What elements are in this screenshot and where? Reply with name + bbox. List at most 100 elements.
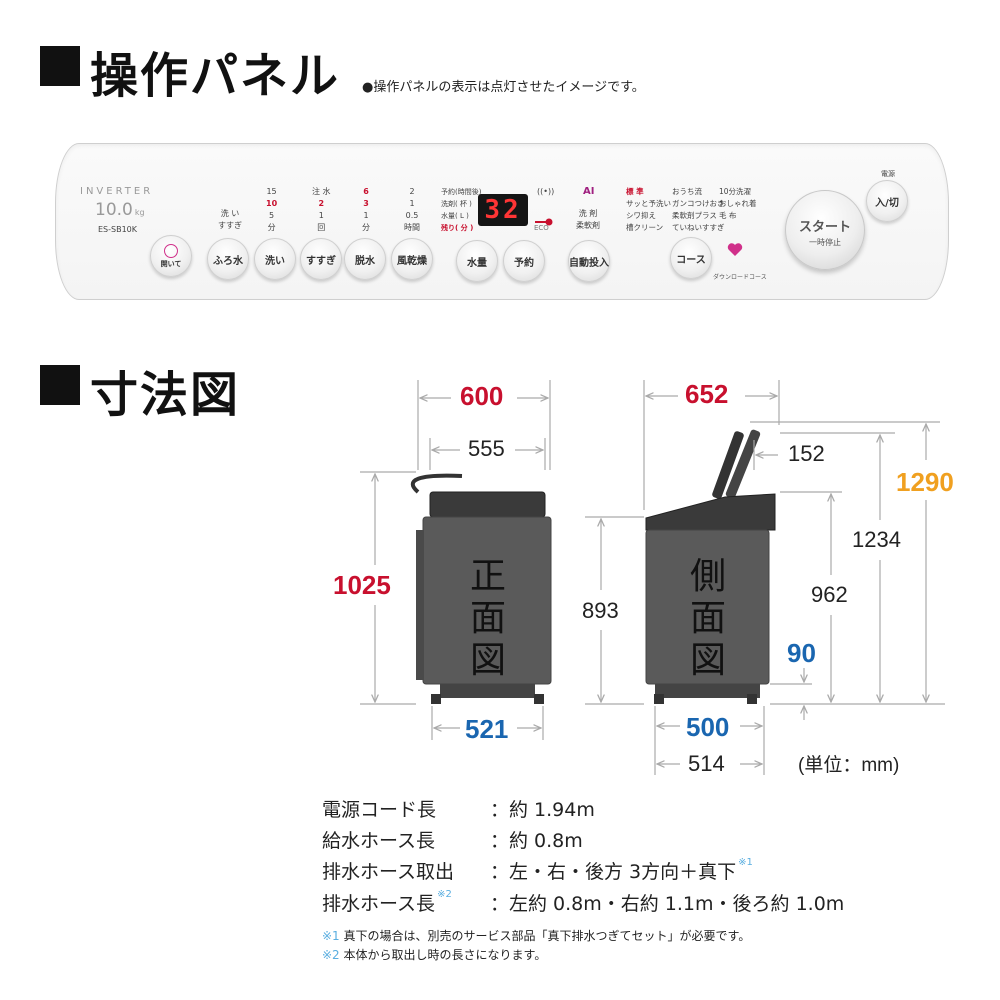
spec-value: ：左約 0.8m・右約 1.1m・後ろ約 1.0m	[490, 889, 844, 916]
spec-value: ：約 1.94m	[490, 795, 595, 822]
course-wrinkle: シワ抑え	[626, 211, 656, 220]
course-prewash: サッと予洗い	[626, 199, 671, 208]
label-wash: 洗 い	[220, 209, 240, 218]
info-labels: 予約(時間後) 洗剤( 杯 ) 水量( L ) 残り( 分 )	[441, 186, 481, 234]
ai-detergent: 洗 剤	[578, 209, 598, 218]
panel-heading: 操作パネル	[90, 48, 341, 104]
course-soak: ガンコつけおき	[672, 199, 725, 208]
panel-heading-square	[40, 46, 80, 86]
front-view-label: 正 面 図	[468, 556, 508, 682]
heart-icon	[727, 242, 743, 261]
wifi-icon: ((•))	[537, 187, 555, 196]
spin-1: 1	[363, 211, 369, 220]
footnote-2: ※2 本体から取出し時の長さになります。	[322, 946, 546, 963]
spec-label: 排水ホース長	[322, 893, 436, 915]
info-water: 水量( L )	[441, 212, 469, 220]
eco-label: ECO	[534, 224, 549, 232]
footnote-mark: ※1	[738, 857, 753, 868]
auto-dose-button[interactable]: 自動投入	[568, 240, 610, 282]
dim-base-500: 500	[686, 712, 730, 742]
spec-row: 排水ホース取出	[322, 857, 454, 884]
reserve-button[interactable]: 予約	[503, 240, 545, 282]
ai-softener: 柔軟剤	[576, 221, 600, 230]
dim-height-90: 90	[787, 638, 816, 668]
info-detergent: 洗剤( 杯 )	[441, 200, 472, 208]
dry-05: 0.5	[405, 211, 419, 220]
front-view-text: 正 面 図	[469, 556, 506, 681]
footnote-text: 本体から取出し時の長さになります。	[339, 948, 547, 962]
open-label: 開いて	[160, 259, 182, 268]
dimension-heading: 寸法図	[90, 367, 241, 423]
dimension-heading-square	[40, 365, 80, 405]
dimension-drawing	[360, 380, 945, 775]
min-5: 5	[269, 211, 275, 220]
start-label: スタート	[798, 220, 851, 235]
rinse-2: 2	[318, 199, 325, 208]
dim-base-521: 521	[465, 714, 509, 744]
course-softener-plus: 柔軟剤プラス	[672, 211, 717, 220]
eco-key-icon	[534, 211, 554, 226]
dim-height-1290: 1290	[896, 467, 954, 497]
side-view-text: 側 面 図	[689, 556, 726, 681]
minutes-column: 15 10 5 分	[266, 186, 277, 234]
spec-row: 給水ホース長	[322, 826, 435, 853]
spin-unit: 分	[362, 223, 370, 232]
wash-button[interactable]: 洗い	[254, 238, 296, 280]
footnote-text: 真下の場合は、別売のサービス部品「真下排水つぎてセット」が必要です。	[339, 929, 751, 943]
download-course-label: ダウンロードコース	[713, 274, 767, 281]
seven-segment-display: 32	[478, 194, 528, 226]
ai-label: AI	[583, 186, 595, 197]
bath-water-button[interactable]: ふろ水	[207, 238, 249, 280]
spec-value: ：左・右・後方 3方向＋真下※1	[490, 857, 753, 884]
model-number: ES-SB10K	[98, 225, 138, 234]
spec-value-text: ：左約 0.8m・右約 1.1m・後ろ約 1.0m	[490, 893, 845, 915]
min-15: 15	[266, 187, 277, 196]
dry-2: 2	[409, 187, 415, 196]
spec-row: 電源コード長	[322, 795, 436, 822]
rinse-inject: 注 水	[312, 187, 331, 196]
start-button[interactable]: スタート 一時停止	[785, 190, 865, 270]
course-home: おうち流	[672, 187, 702, 196]
wash-rinse-labels: 洗 い すすぎ	[218, 208, 242, 232]
dry-column: 2 1 0.5 時間	[404, 186, 420, 234]
dimension-lines	[360, 380, 945, 775]
ai-sub: 洗 剤 柔軟剤	[576, 208, 600, 232]
min-unit: 分	[267, 223, 276, 232]
spec-value-text: ：約 1.94m	[490, 799, 595, 821]
spec-value-text: ：左・右・後方 3方向＋真下	[490, 861, 737, 883]
spin-3: 3	[363, 199, 369, 208]
course-button[interactable]: コース	[670, 237, 712, 279]
course-careful-rinse: ていねいすすぎ	[672, 223, 725, 232]
spin-button[interactable]: 脱水	[344, 238, 386, 280]
dim-lid-152: 152	[788, 441, 825, 466]
dim-base-514: 514	[688, 751, 725, 776]
power-label: 電源	[881, 170, 895, 178]
water-level-button[interactable]: 水量	[456, 240, 498, 282]
footnote-mark: ※2	[322, 948, 340, 962]
label-rinse: すすぎ	[218, 221, 242, 230]
unit-label: (単位：mm)	[798, 755, 900, 776]
course-tub-clean: 槽クリーン	[626, 223, 664, 232]
spec-value: ：約 0.8m	[490, 826, 583, 853]
course-fashion: おしゃれ着	[719, 199, 757, 208]
rinse-column: 注 水 2 1 回	[312, 186, 331, 234]
rinse-1: 1	[318, 211, 324, 220]
rinse-button[interactable]: すすぎ	[300, 238, 342, 280]
dim-height-1025: 1025	[333, 570, 391, 600]
rinse-unit: 回	[317, 223, 326, 232]
dry-unit: 時間	[404, 223, 420, 232]
spec-label: 電源コード長	[322, 799, 437, 821]
footnote-1: ※1 真下の場合は、別売のサービス部品「真下排水つぎてセット」が必要です。	[322, 927, 750, 944]
dim-width-600: 600	[460, 381, 504, 411]
info-reserve: 予約(時間後)	[441, 188, 482, 196]
hose-pipe	[410, 473, 463, 494]
open-button[interactable]: 開いて	[150, 235, 192, 277]
min-10: 10	[266, 199, 278, 208]
power-button[interactable]: 入/切	[866, 180, 908, 222]
dim-height-893: 893	[582, 598, 619, 623]
air-dry-button[interactable]: 風乾燥	[391, 238, 433, 280]
course-col-3: 10分洗濯 おしゃれ着 毛 布	[719, 186, 757, 222]
dim-depth-652: 652	[685, 379, 729, 409]
dim-height-962: 962	[811, 582, 848, 607]
